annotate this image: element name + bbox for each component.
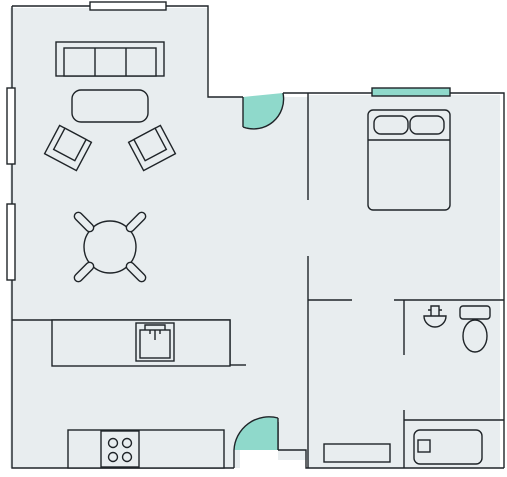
window-icon bbox=[371, 87, 451, 97]
window-icon bbox=[6, 203, 16, 281]
sofa-icon bbox=[55, 41, 165, 77]
bed-icon bbox=[367, 109, 451, 211]
bedroom-furniture bbox=[323, 109, 451, 463]
armchair-icon bbox=[43, 124, 93, 172]
dining-table-icon bbox=[73, 211, 147, 283]
sink-icon bbox=[423, 305, 447, 328]
sink-icon bbox=[135, 322, 175, 362]
dresser bbox=[323, 443, 391, 463]
wall-bottom-right bbox=[278, 449, 504, 469]
door-icon bbox=[242, 92, 285, 130]
floor-area bbox=[10, 8, 500, 468]
bathroom-furniture bbox=[413, 305, 491, 465]
door-icon bbox=[233, 416, 279, 451]
doors bbox=[233, 92, 285, 451]
stove-icon bbox=[100, 430, 140, 468]
window-icon bbox=[89, 1, 167, 11]
floor bbox=[10, 8, 500, 468]
coffee-table-icon bbox=[71, 89, 149, 123]
bathtub-icon bbox=[413, 429, 483, 465]
toilet-icon bbox=[459, 305, 491, 353]
windows bbox=[6, 1, 451, 281]
living-room-furniture bbox=[43, 41, 177, 283]
window-icon bbox=[6, 87, 16, 165]
kitchen-counter bbox=[67, 429, 225, 469]
kitchen-furniture bbox=[51, 319, 231, 469]
armchair-icon bbox=[127, 124, 177, 172]
wall-top-right bbox=[283, 92, 505, 468]
